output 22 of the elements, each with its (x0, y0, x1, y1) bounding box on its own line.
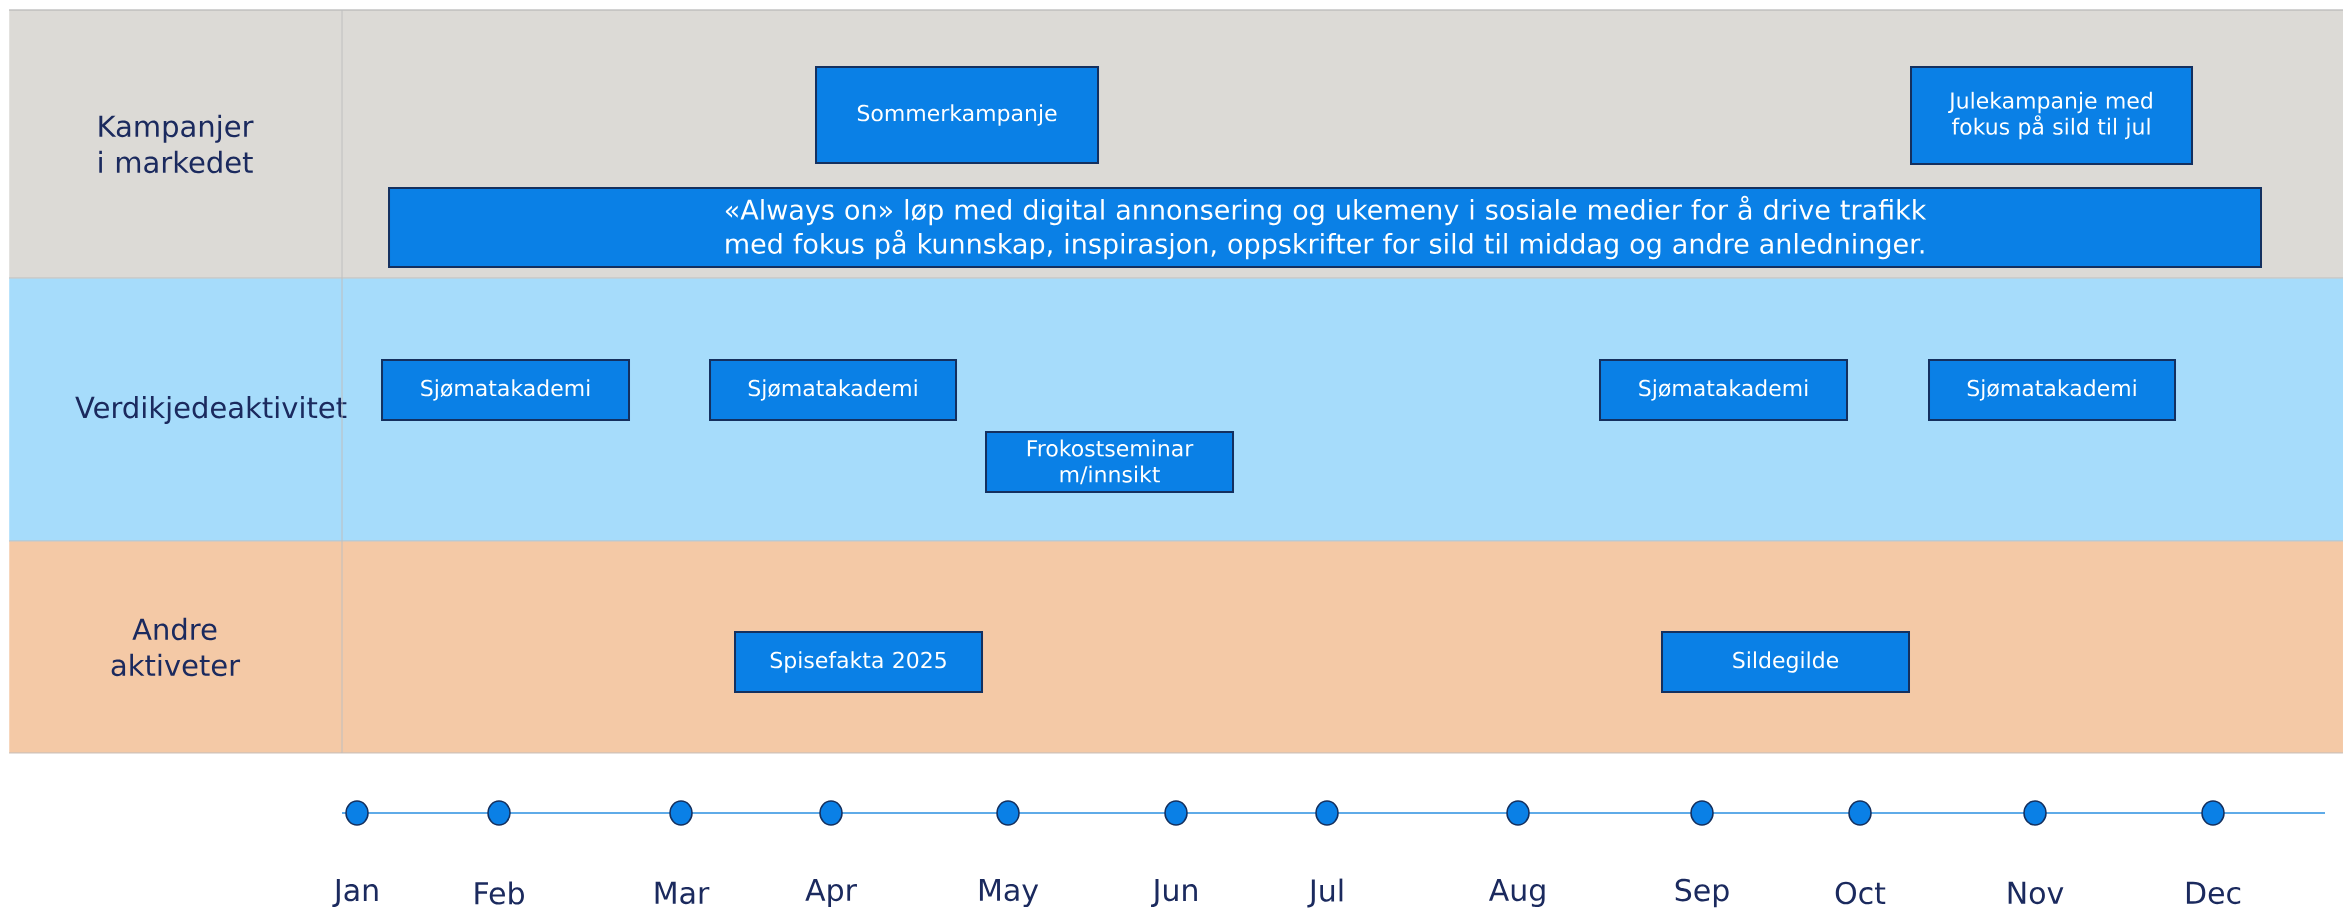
activity-box: Sjømatakademi (709, 359, 957, 421)
month-label: Jul (1307, 878, 1343, 908)
month-label: Nov (2008, 881, 2064, 905)
activity-box: Sjømatakademi (1928, 359, 2176, 421)
month-label: Sep (1675, 878, 1729, 908)
month-label: Feb (475, 881, 524, 905)
month-label: Mar (655, 881, 710, 905)
month-label: Aug (1488, 878, 1545, 908)
activity-box: Frokostseminar m/innsikt (985, 431, 1234, 493)
month-label: Oct (1835, 881, 1886, 905)
activity-box: Sommerkampanje (815, 66, 1099, 164)
activity-box: «Always on» løp med digital annonsering og ukemeny i sosiale medier for å drive trafikk med fokus på kunnskap, inspirasjon, oppskrifter for sild til middag og andre anledninger. (388, 187, 2262, 268)
activity-box: Sjømatakademi (1599, 359, 1848, 421)
month-label: May (979, 878, 1039, 908)
activity-box: Sildegilde (1661, 631, 1910, 693)
month-label: Dec (2186, 881, 2241, 905)
activity-box: Julekampanje med fokus på sild til jul (1910, 66, 2193, 165)
month-label: Jan (332, 879, 378, 907)
month-label: Apr (805, 878, 857, 908)
month-label: Jun (1151, 879, 1197, 907)
activity-box: Spisefakta 2025 (734, 631, 983, 693)
activity-box: Sjømatakademi (381, 359, 630, 421)
